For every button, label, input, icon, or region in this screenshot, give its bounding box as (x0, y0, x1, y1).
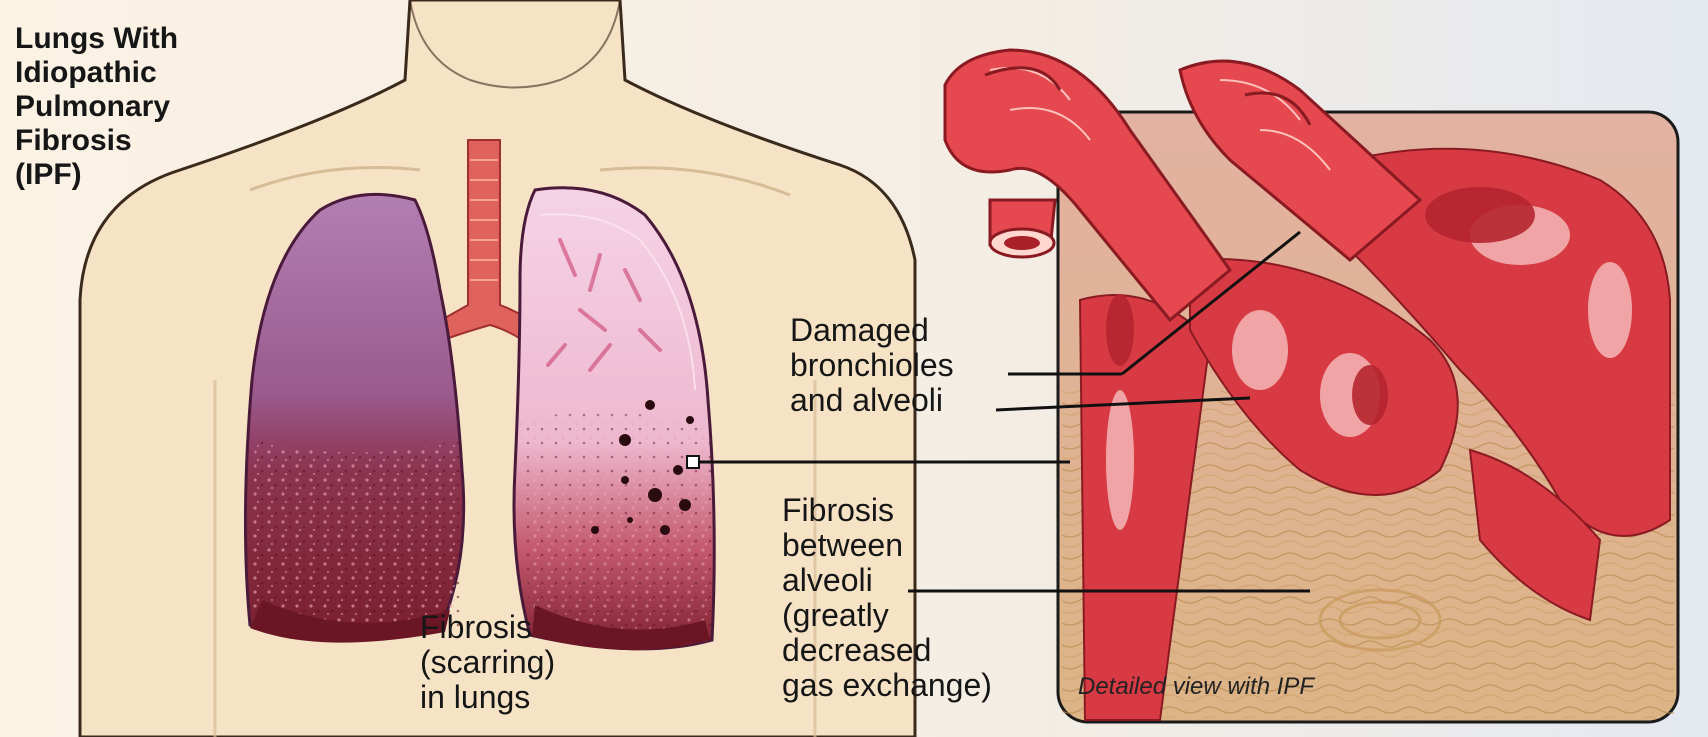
detail-caption: Detailed view with IPF (1078, 673, 1314, 701)
label-fibrosis-in-lungs: Fibrosis (scarring) in lungs (420, 610, 555, 715)
diagram-title: Lungs With Idiopathic Pulmonary Fibrosis… (15, 22, 178, 192)
label-fibrosis-between-alveoli: Fibrosis between alveoli (greatly decrea… (782, 493, 992, 703)
label-damaged-bronchioles: Damaged bronchioles and alveoli (790, 313, 954, 418)
zoom-marker (687, 456, 699, 468)
